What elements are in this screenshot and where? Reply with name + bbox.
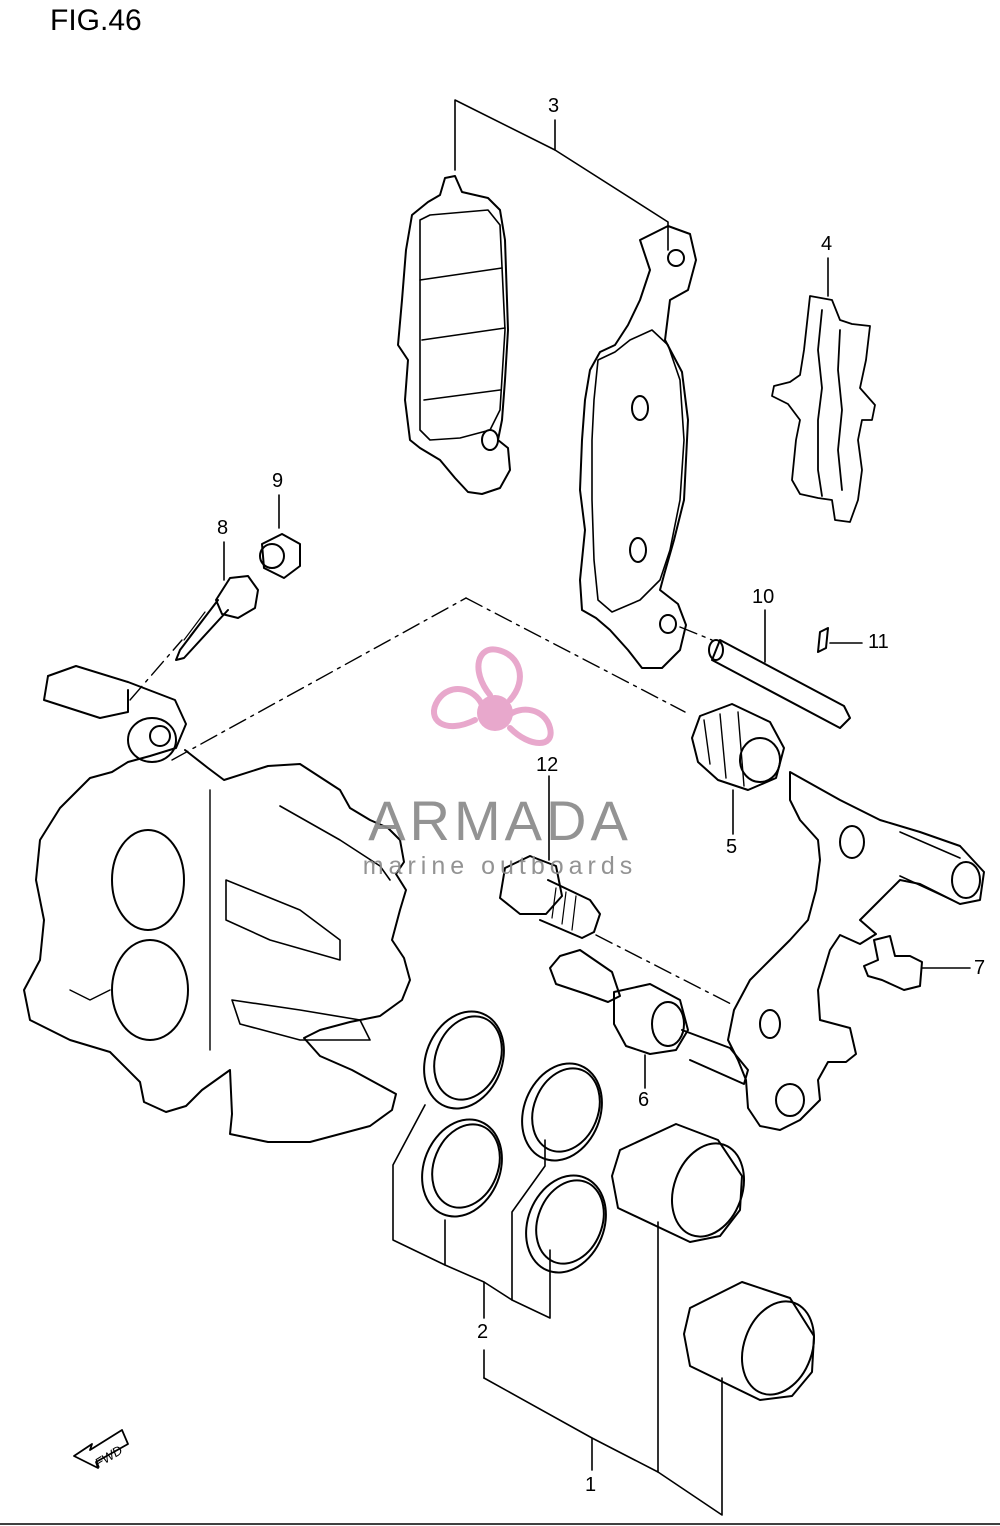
callout-2: 2 [477,1321,489,1343]
caliper-body [24,666,410,1142]
part-1-pistons [612,1124,826,1405]
armada-propeller-logo-icon [434,649,551,743]
callout-4: 4 [821,233,833,255]
callout-6: 6 [638,1089,650,1111]
part-6-slide-pin-boot [550,950,748,1084]
callout-8: 8 [217,517,229,539]
callout-10: 10 [752,586,775,608]
part-11-pin-clip [818,628,828,652]
callout-3: 3 [548,95,560,117]
part-3-brake-pad-left [398,176,510,494]
callout-11: 11 [868,631,889,653]
watermark-title: ARMADA [368,789,632,852]
leader-lines [130,100,970,1515]
callout-12: 12 [536,754,559,776]
watermark-subtitle: marine outboards [362,852,638,880]
figure-title: FIG.46 [50,4,142,37]
caliper-bracket [728,772,984,1130]
part-2-piston-seals [408,999,620,1284]
callout-1: 1 [585,1474,597,1496]
part-10-pad-pin [709,640,850,728]
part-9-bleeder-cap [260,534,300,578]
part-3-brake-pad-right [580,226,696,668]
part-5-dust-boot [692,704,784,790]
callout-5: 5 [726,836,738,858]
callout-7: 7 [974,957,986,979]
part-4-pad-spring [772,296,875,522]
callout-9: 9 [272,470,284,492]
part-7-retainer-clip [864,936,922,990]
part-8-bleeder-valve [176,576,258,660]
forward-direction-arrow-icon [74,1430,128,1468]
part-12-mounting-bolt [500,856,600,938]
